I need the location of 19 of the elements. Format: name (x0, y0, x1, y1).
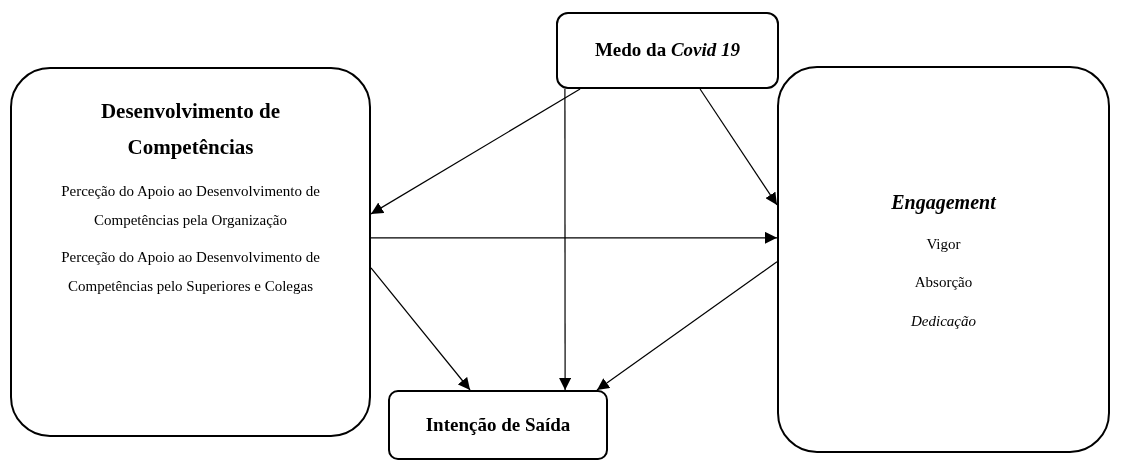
node-text: Perceção do Apoio ao Desenvolvimento de Competências pelo Superiores e Colegas (60, 248, 321, 296)
rounded-box (777, 66, 1110, 453)
node-title: Engagement (891, 189, 996, 216)
rounded-box (556, 12, 779, 89)
node-title: Desenvolvimento de Competências (99, 98, 282, 161)
arrow (370, 267, 471, 391)
node-text: Perceção do Apoio ao Desenvolvimento de Competências pela Organização (60, 182, 321, 230)
arrow (699, 88, 778, 206)
arrow (370, 88, 581, 215)
node-text: Dedicação (911, 311, 976, 331)
node-title: Intenção de Saída (425, 412, 571, 437)
rounded-box (388, 390, 608, 460)
arrow (596, 261, 778, 391)
arrow (559, 88, 572, 391)
node-text: Absorção (914, 273, 973, 293)
node-text: Vigor (926, 234, 961, 254)
node-title: Medo da Covid 19 (594, 38, 741, 63)
rounded-box (10, 67, 371, 437)
arrow (370, 231, 778, 244)
